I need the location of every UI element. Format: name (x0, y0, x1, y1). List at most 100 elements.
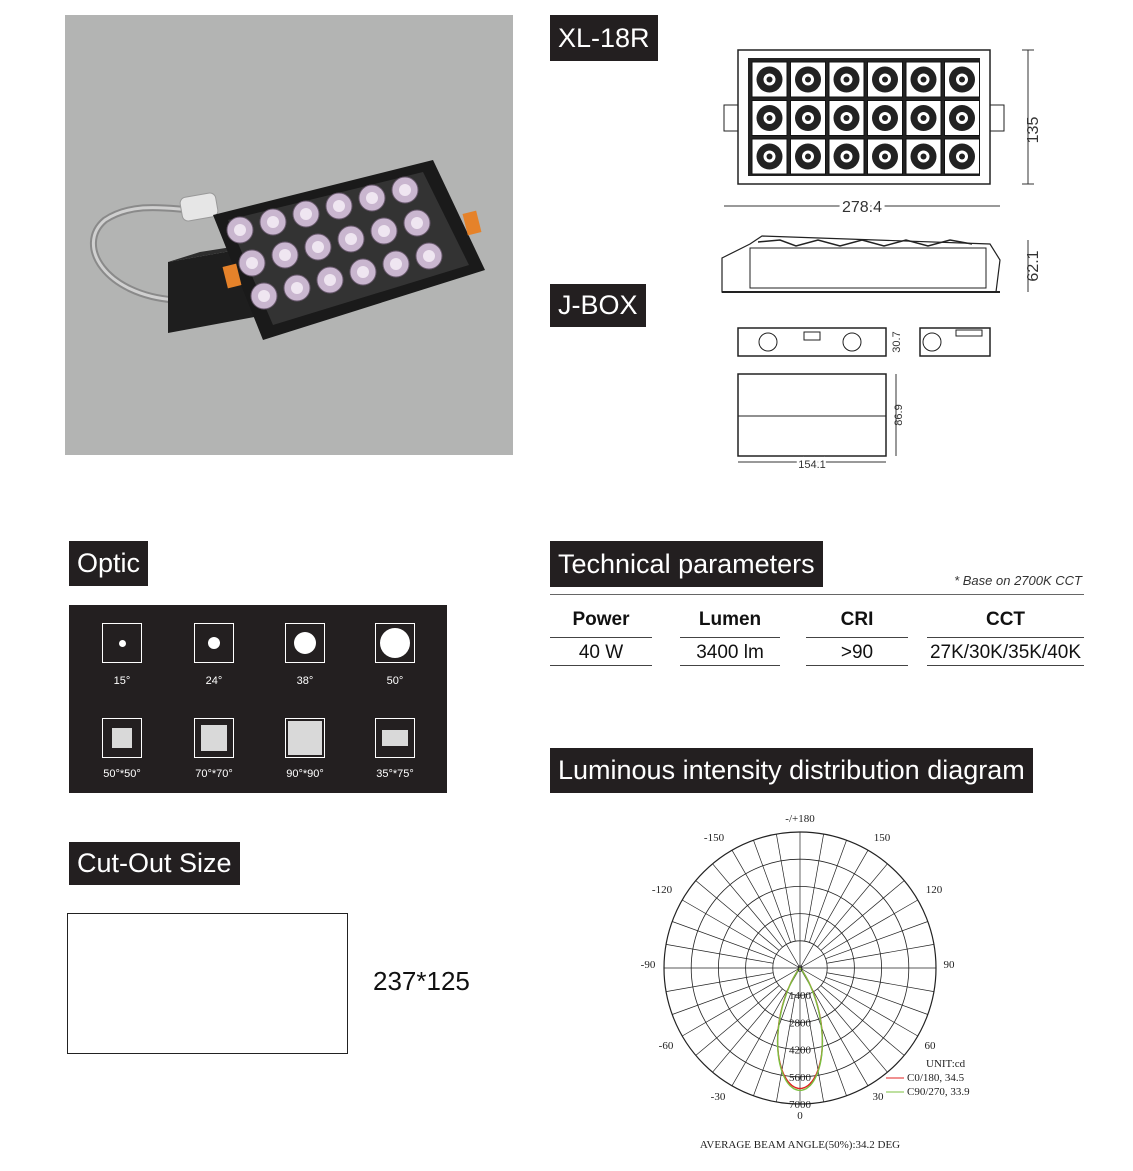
polar-spoke (776, 834, 796, 942)
optic-label: 50°*50° (103, 768, 141, 780)
optic-label: 38° (296, 675, 314, 687)
polar-spoke (776, 994, 796, 1102)
tp-value-cri: >90 (840, 642, 874, 663)
dim-jbox-depth: 86.9 (893, 404, 905, 425)
led-core (357, 266, 369, 278)
technical-title: Technical parameters (550, 541, 823, 587)
led-core (366, 192, 378, 204)
front-cell-center (805, 76, 811, 83)
led-core (246, 257, 258, 269)
polar-spoke (799, 899, 918, 969)
radial-label: 0 (797, 963, 803, 975)
legend-label-c0: C0/180, 34.5 (907, 1072, 965, 1084)
front-cell-center (805, 115, 811, 121)
optic-label: 90°*90° (286, 768, 324, 780)
radial-label: 1400 (789, 990, 812, 1002)
tp-header-lumen: Lumen (698, 609, 762, 630)
legend-label-c90: C90/270, 33.9 (907, 1086, 970, 1098)
led-array (226, 176, 443, 310)
front-cell-center (843, 153, 850, 160)
tp-header-cct: CCT (985, 609, 1026, 630)
jbox-label: J-BOX (550, 284, 646, 327)
led-core (291, 282, 303, 294)
polar-spoke (695, 985, 780, 1056)
dim-jbox-height: 30.7 (891, 331, 903, 352)
polar-spoke (825, 976, 928, 1015)
front-cell-center (843, 115, 850, 121)
angle-label-30: 30 (873, 1091, 885, 1103)
angle-label-neg150: -150 (704, 832, 725, 844)
radial-label: 7000 (789, 1099, 812, 1111)
dim-depth: 62.1 (1025, 250, 1042, 281)
led-core (399, 184, 411, 196)
tp-header-cri: CRI (840, 609, 874, 630)
polar-spoke (817, 863, 888, 948)
front-cell-center (920, 153, 927, 160)
beam-angle-footer: AVERAGE BEAM ANGLE(50%):34.2 DEG (700, 1139, 900, 1151)
polar-spoke (817, 988, 888, 1073)
front-cell-center (882, 115, 888, 121)
product-illustration (90, 160, 485, 340)
led-core (279, 249, 291, 261)
angle-label-180: -/+180 (785, 813, 815, 825)
polar-spoke (712, 988, 783, 1073)
optic-38-icon (285, 623, 325, 663)
led-core (312, 241, 324, 253)
angle-label-150: 150 (874, 832, 891, 844)
optic-50-icon (375, 623, 415, 663)
angle-label-neg90: -90 (641, 959, 656, 971)
polar-spoke (820, 985, 905, 1056)
angle-label-neg60: -60 (659, 1040, 674, 1052)
radial-label: 2800 (789, 1017, 812, 1029)
front-cell-center (959, 76, 965, 83)
front-cell-center (805, 153, 811, 160)
polar-spoke (799, 850, 869, 969)
angle-label-neg30: -30 (711, 1091, 726, 1103)
tp-value-lumen: 3400 lm (696, 642, 764, 663)
optic-70x70-icon (194, 718, 234, 758)
unit-label: UNIT:cd (926, 1058, 966, 1070)
radial-label: 5600 (789, 1072, 812, 1084)
led-core (333, 200, 345, 212)
optic-label: 35°*75° (376, 768, 414, 780)
front-cell-center (882, 153, 888, 160)
polar-spoke (682, 899, 801, 969)
polar-spoke (826, 972, 934, 992)
polar-spoke (826, 944, 934, 964)
polar-spoke (695, 880, 780, 951)
luminous-title: Luminous intensity distribution diagram (550, 748, 1033, 793)
polar-grid (663, 831, 937, 1105)
cutout-title: Cut-Out Size (69, 842, 240, 885)
tp-value-cct: 27K/30K/35K/40K (929, 642, 1082, 663)
front-cell-center (766, 153, 773, 160)
optic-90x90-icon (285, 718, 325, 758)
polar-spoke (825, 921, 928, 960)
polar-spoke (804, 834, 824, 942)
tp-value-power: 40 W (578, 642, 624, 663)
angle-label-90: 90 (944, 959, 956, 971)
led-core (234, 224, 246, 236)
series-line-1 (776, 967, 824, 1092)
polar-spoke (666, 944, 774, 964)
angle-label-60: 60 (925, 1040, 937, 1052)
front-cell-center (766, 115, 773, 121)
angle-label-0: 0 (797, 1110, 803, 1122)
optic-15-icon (102, 623, 142, 663)
front-cell-center (920, 76, 927, 83)
technical-note: * Base on 2700K CCT (954, 573, 1082, 588)
led-core (411, 217, 423, 229)
led-core (258, 290, 270, 302)
optic-50x50-icon (102, 718, 142, 758)
front-cell-center (959, 115, 965, 121)
front-cell-center (882, 76, 888, 83)
dim-jbox-width: 154.1 (798, 459, 826, 471)
polar-spoke (808, 840, 847, 943)
polar-spoke (682, 967, 801, 1037)
polar-spoke (666, 972, 774, 992)
polar-spoke (804, 994, 824, 1102)
polar-spoke (731, 850, 801, 969)
model-label: XL-18R (550, 15, 658, 61)
tp-header-power: Power (572, 609, 630, 630)
polar-spoke (753, 993, 792, 1096)
